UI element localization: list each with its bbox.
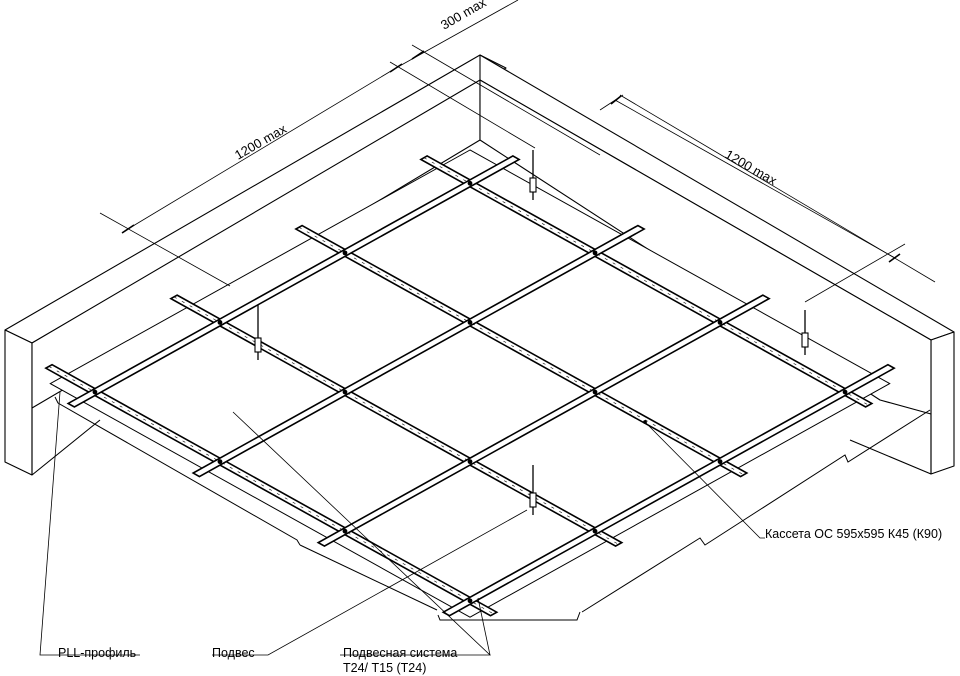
label-hanger: Подвес [212,646,255,660]
profile-joint [842,389,848,395]
profile-joint [342,389,348,395]
cross-profile [316,294,771,548]
ceiling-outline [49,149,891,618]
cross-profile [191,224,646,478]
profile-slots [298,227,744,476]
profile-joint [467,320,473,325]
label-cassette: Кассета ОС 595x595 К45 (К90) [765,527,942,541]
profile-joint [92,389,98,395]
right-wall-inner-face [479,79,932,415]
right-wall-front [930,331,955,475]
profile-joint [592,528,598,534]
hanger-rod [254,305,262,360]
profile-joint [592,389,598,395]
hanger-rod [529,465,537,515]
profile-joint [342,250,348,256]
label-system-line1: Подвесная система [343,646,457,660]
callout-labels: Кассета ОС 595x595 К45 (К90) PLL-профиль… [58,527,942,675]
hangers [254,150,809,515]
profile-joint [467,459,473,465]
suspension-grid [44,149,896,618]
cross-profile [66,155,521,408]
profile-joint [342,528,348,534]
dimension-lines [99,0,936,303]
profile-joint [717,320,723,325]
label-pll-profile: PLL-профиль [58,646,136,660]
profile-joint [217,320,223,325]
hanger-rod [529,150,537,200]
left-wall-front [4,329,33,476]
callout-leaders [39,391,765,656]
label-system-line2: Т24/ Т15 (Т24) [343,661,426,675]
profile-slots [48,366,494,615]
walls [4,54,955,476]
profile-joint [717,459,723,465]
cross-profile [441,363,896,617]
profile-slots [423,157,869,406]
hanger-rod [801,310,809,355]
profile-joint [467,180,473,186]
profile-joint [217,459,223,465]
dim-label-left-1200: 1200 max [232,121,289,163]
profile-joint [592,250,598,256]
ceiling-plane [54,396,931,621]
dim-label-300: 300 max [438,0,489,33]
profile-joint [467,598,473,604]
dim-label-right-1200: 1200 max [723,147,780,189]
profile-slots [173,296,619,545]
